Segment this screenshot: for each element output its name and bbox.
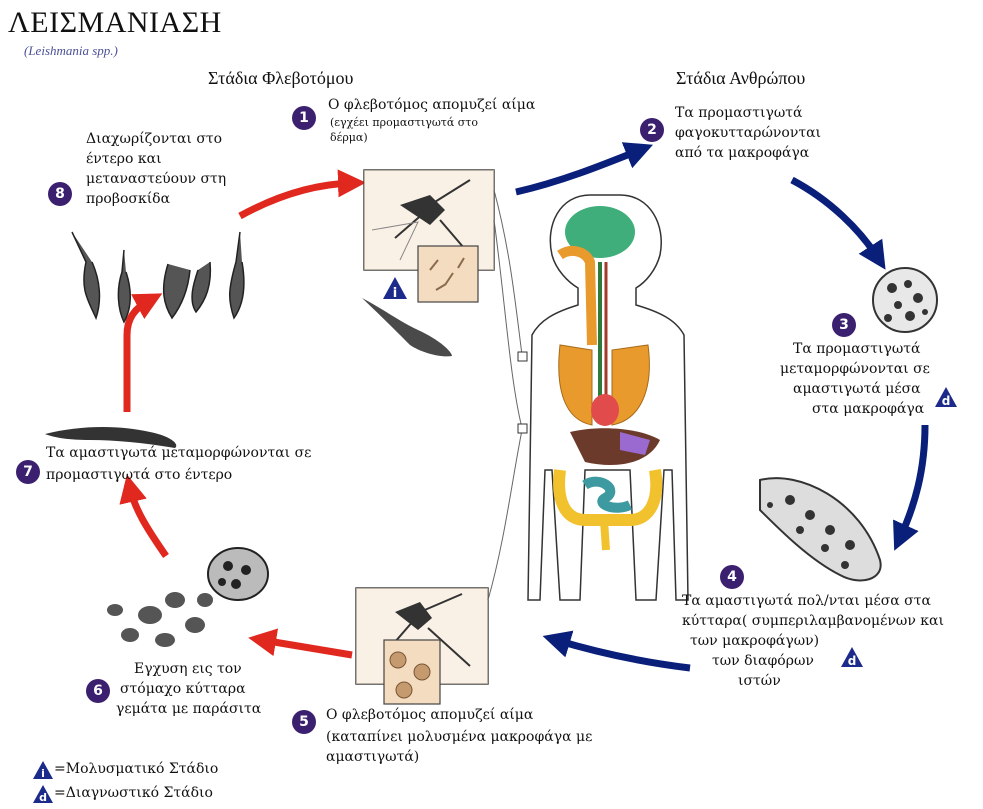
step-8-line-1: Διαχωρίζονται στο (86, 130, 222, 149)
step-2-line-3: από τα μακροφάγα (675, 144, 809, 163)
step-8-line-3: μεταναστεύουν στη (86, 170, 226, 189)
step-7-line-1: Τα αμαστιγωτά μεταμορφώνονται σε (46, 444, 311, 463)
step-4-line-4: των διαφόρων (712, 652, 814, 671)
infective-marker-step-1: i (382, 276, 408, 300)
step-2-line-2: φαγοκυτταρώνονται (675, 124, 821, 143)
svg-text:i: i (393, 286, 397, 300)
arrow-8-to-1 (240, 183, 352, 216)
svg-text:d: d (39, 791, 47, 804)
legend-infective-label: =Μολυσματικό Στάδιο (54, 761, 218, 777)
step-8-badge: 8 (48, 182, 72, 206)
diagnostic-marker-step-3: d (934, 386, 958, 408)
legend-diagnostic-label: =Διαγνωστικό Στάδιο (54, 785, 213, 801)
step-3-line-1: Τα προμαστιγωτά (793, 340, 920, 359)
arrow-6-to-7 (130, 488, 166, 556)
step-8-line-4: προβοσκίδα (86, 190, 170, 209)
step-1-note-line-2: δέρμα) (330, 131, 368, 145)
step-6-line-3: γεμάτα με παράσιτα (116, 700, 261, 719)
step-5-line-2: (καταπίνει μολυσμένα μακροφάγα με (326, 728, 592, 747)
arrow-1-to-2 (516, 150, 640, 192)
step-6-line-2: στόμαχο κύτταρα (120, 680, 246, 699)
svg-text:d: d (848, 654, 857, 668)
step-4-line-2: κύτταρα( συμπεριλαμβανομένων και (682, 612, 944, 631)
step-1-badge: 1 (292, 106, 316, 130)
diagnostic-marker-step-4: d (840, 646, 864, 668)
human-body-illustration (528, 195, 688, 600)
step-3-line-4: στα μακροφάγα (812, 400, 924, 419)
step-5-line-1: Ο φλεβοτόμος απομυζεί αίμα (326, 706, 533, 725)
arrow-5-to-6 (262, 640, 352, 655)
promastigote-drawing (362, 298, 452, 356)
step-5-line-3: αμαστιγωτά) (326, 748, 419, 767)
step-6-badge: 6 (86, 679, 110, 703)
step-7-badge: 7 (16, 460, 40, 484)
dividing-promastigotes-illustration (72, 232, 244, 322)
step-2-line-1: Τα προμαστιγωτά (675, 104, 802, 123)
arrow-4-to-5 (556, 640, 690, 668)
legend-diagnostic-icon: d (32, 784, 54, 804)
step-5-badge: 5 (292, 710, 316, 734)
step-4-line-3: των μακροφάγων) (690, 632, 819, 651)
step-4-line-1: Τα αμαστιγωτά πολ/νται μέσα στα (682, 592, 931, 611)
step-4-badge: 4 (720, 565, 744, 589)
step-7-line-2: προμαστιγωτά στο έντερο (46, 466, 232, 485)
legend-infective-icon: i (32, 760, 54, 780)
arrow-3-to-4 (900, 425, 925, 538)
macrophage-illustration (873, 268, 937, 332)
step-6-line-1: Εγχυση εις τον (134, 660, 242, 679)
step-1-text: Ο φλεβοτόμος απομυζεί αίμα (328, 96, 535, 115)
parasite-filled-cells-illustration (107, 548, 268, 647)
step-3-line-3: αμαστιγωτά μέσα (793, 380, 921, 399)
svg-text:d: d (942, 394, 951, 408)
step-2-badge: 2 (640, 118, 664, 142)
page-title: ΛΕΙΣΜΑΝΙΑΣΗ (8, 6, 222, 40)
species-subtitle: (Leishmania spp.) (24, 43, 118, 59)
sandfly-stages-heading: Στάδια Φλεβοτόμου (208, 68, 353, 89)
step-8-line-2: έντερο και (86, 150, 162, 169)
step-3-badge: 3 (832, 313, 856, 337)
step-1-note-line-1: (εγχέει προμαστιγωτά στο (330, 116, 478, 130)
svg-text:i: i (41, 767, 45, 780)
human-stages-heading: Στάδια Ανθρώπου (676, 68, 805, 89)
arrow-2-to-3 (792, 180, 878, 258)
step-3-line-2: μεταμορφώνονται σε (780, 360, 930, 379)
sandfly-feeding-panel-bottom (356, 588, 488, 704)
infected-cell-illustration (760, 478, 881, 580)
step-4-line-5: ιστών (738, 672, 781, 691)
arrow-7-to-8 (127, 300, 150, 412)
